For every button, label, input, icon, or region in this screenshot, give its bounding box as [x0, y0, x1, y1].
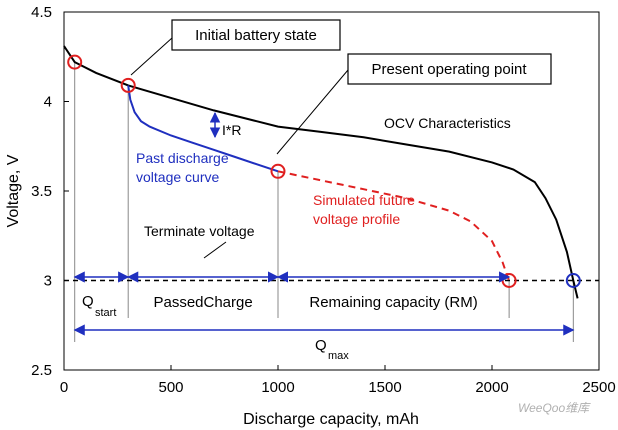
watermark: WeeQoo维库: [518, 401, 591, 415]
x-tick-label: 500: [158, 379, 183, 396]
y-tick-label: 2.5: [31, 362, 52, 379]
y-tick-label: 4.5: [31, 4, 52, 21]
terminate-voltage-label: Terminate voltage: [144, 223, 255, 239]
y-tick-label: 3: [44, 273, 52, 290]
blue-point-marker: [565, 273, 581, 288]
x-tick-label: 2000: [475, 379, 508, 396]
x-tick-label: 2500: [582, 379, 615, 396]
q-start-label: Q: [82, 293, 94, 310]
red-point-marker: [120, 77, 136, 93]
q-max-label: Q: [315, 337, 327, 354]
initial-state-label: Initial battery state: [195, 27, 317, 44]
q-start-subscript: start: [95, 307, 116, 319]
future-profile-label-line2: voltage profile: [313, 211, 400, 227]
y-tick-label: 4: [44, 94, 52, 111]
y-axis-title: Voltage, V: [5, 154, 22, 227]
initial-state-callout: Initial battery state: [130, 19, 341, 76]
operating-point-callout: Present operating point: [276, 53, 552, 155]
x-tick-label: 1500: [368, 379, 401, 396]
remaining-capacity-label: Remaining capacity (RM): [309, 294, 477, 311]
red-point-marker: [270, 163, 286, 179]
red-point-marker: [67, 54, 83, 70]
ocv-label: OCV Characteristics: [384, 115, 511, 131]
q-max-subscript: max: [328, 350, 349, 362]
terminate-leader: [203, 241, 227, 259]
passed-charge-label: PassedCharge: [153, 294, 252, 311]
future-profile-label-line1: Simulated future: [313, 192, 415, 208]
x-tick-label: 1000: [261, 379, 294, 396]
x-tick-label: 0: [60, 379, 68, 396]
past-curve-label-line1: Past discharge: [136, 150, 229, 166]
past-discharge-curve: [127, 85, 279, 173]
y-tick-label: 3.5: [31, 183, 52, 200]
future-profile-curve: [277, 170, 511, 281]
ir-label: I*R: [222, 122, 241, 138]
operating-point-label: Present operating point: [371, 61, 527, 78]
x-axis-title: Discharge capacity, mAh: [243, 411, 419, 428]
past-curve-label-line2: voltage curve: [136, 169, 219, 185]
